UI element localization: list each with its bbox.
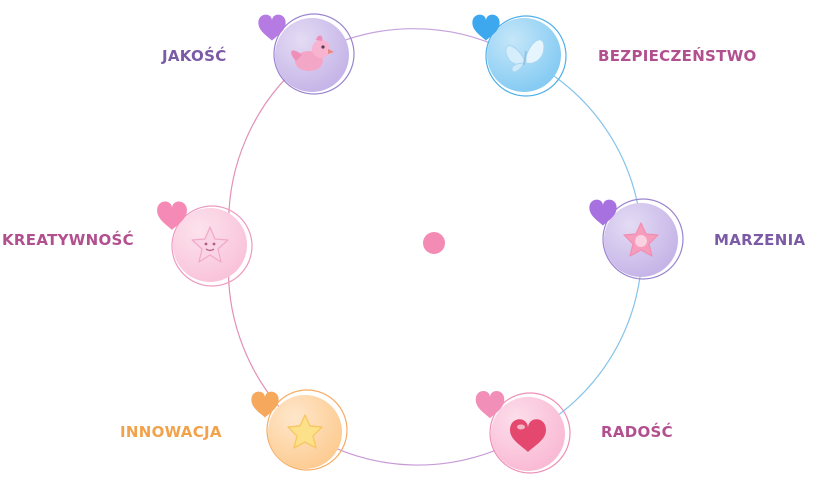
node-outline [171,205,253,287]
value-node-innowacja [251,389,348,471]
node-outline [266,389,348,471]
heart-badge [472,14,500,41]
value-node-kreatywnosc [157,201,253,287]
pink-bird-icon [291,35,334,71]
value-label-marzenia: MARZENIA [714,231,806,249]
node-outline [485,15,567,97]
value-label-kreatywnosc: KREATYWNOŚĆ [2,231,134,249]
pink-star-icon [623,222,659,257]
value-node-radosc [475,391,571,474]
heart-badge [251,391,279,418]
center-dot [423,232,445,254]
heart-badge [258,14,286,41]
yellow-star-icon [287,414,323,449]
value-label-bezpieczenstwo: BEZPIECZEŃSTWO [598,47,757,65]
heart-icon [510,419,546,452]
heart-badge [589,199,617,226]
value-node-marzenia [589,198,684,280]
value-label-jakosc: JAKOŚĆ [162,47,227,65]
smiling-star-icon [191,226,229,263]
node-outline [489,392,571,474]
value-node-jakosc [258,13,355,95]
value-label-innowacja: INNOWACJA [120,423,222,441]
heart-badge [475,391,505,419]
node-gloss [487,18,561,92]
heart-badge [157,201,187,230]
butterfly-icon [505,39,545,73]
node-outline [273,13,355,95]
value-label-radosc: RADOŚĆ [601,423,673,441]
value-node-bezpieczenstwo [472,14,567,97]
node-outline [602,198,684,280]
